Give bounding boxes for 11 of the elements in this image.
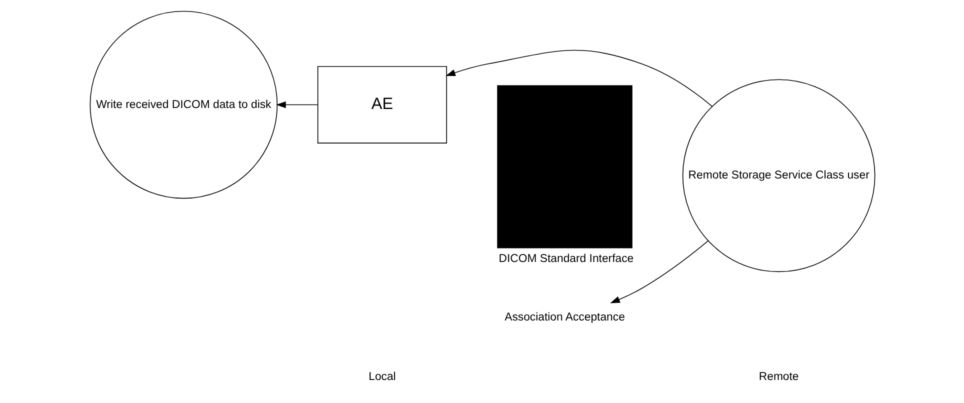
arrow [610, 240, 708, 304]
node-circle: Remote Storage Service Class user [682, 79, 875, 272]
arrow [445, 50, 712, 107]
label: Remote [758, 370, 798, 383]
node-box: AE [316, 66, 447, 144]
node-box [496, 85, 632, 248]
label: Local [368, 370, 396, 383]
node-circle: Write received DICOM data to disk [89, 10, 278, 199]
node-label: DICOM Standard Interface [498, 253, 634, 266]
node-text: Association Acceptance [504, 312, 624, 324]
arrow [276, 101, 318, 108]
